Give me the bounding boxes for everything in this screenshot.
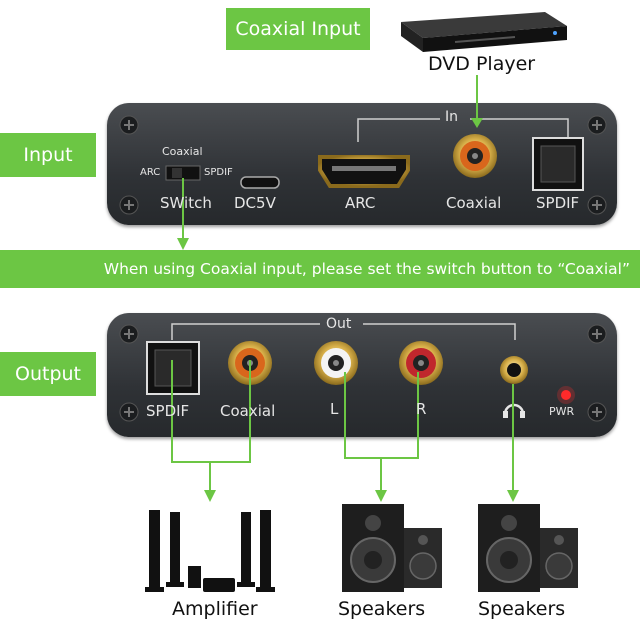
amplifier-icon <box>145 510 275 592</box>
switch-right-label: SPDIF <box>204 167 233 178</box>
switch-left-label: ARC <box>140 167 161 178</box>
input-side-tag-text: Input <box>23 144 73 166</box>
output-side-tag-text: Output <box>15 363 81 385</box>
input-side-tag: Input <box>0 133 96 177</box>
speakers-label-2: Speakers <box>478 598 566 620</box>
switch-name-label: SWitch <box>160 194 212 212</box>
instruction-banner-text: When using Coaxial input, please set the… <box>103 260 630 278</box>
spdif-input-label: SPDIF <box>536 194 580 212</box>
in-group-label: In <box>445 109 459 125</box>
switch-top-label: Coaxial <box>162 145 203 158</box>
coaxial-input-label: Coaxial <box>446 194 502 212</box>
dc5v-port <box>240 176 280 189</box>
dvd-player-image <box>395 8 570 56</box>
spdif-output-label: SPDIF <box>146 402 190 420</box>
dc5v-label: DC5V <box>234 194 276 212</box>
speakers-icon-1 <box>342 504 442 592</box>
speakers-icon-2 <box>478 504 578 592</box>
right-channel-label: R <box>416 400 427 418</box>
dvd-player-label: DVD Player <box>428 53 536 75</box>
hdmi-arc-port <box>318 155 410 188</box>
switch-slider <box>165 165 201 181</box>
coaxial-output-label: Coaxial <box>220 402 276 420</box>
instruction-banner: When using Coaxial input, please set the… <box>0 250 640 288</box>
coaxial-input-tag-text: Coaxial Input <box>235 18 361 40</box>
output-side-tag: Output <box>0 352 96 396</box>
speakers-label-1: Speakers <box>338 598 426 620</box>
pwr-label: PWR <box>549 405 575 418</box>
arc-label: ARC <box>345 194 376 212</box>
left-channel-label: L <box>330 400 339 418</box>
coaxial-input-tag: Coaxial Input <box>226 8 370 50</box>
pwr-led <box>561 390 571 400</box>
out-group-label: Out <box>326 316 352 332</box>
amplifier-label: Amplifier <box>172 598 258 620</box>
